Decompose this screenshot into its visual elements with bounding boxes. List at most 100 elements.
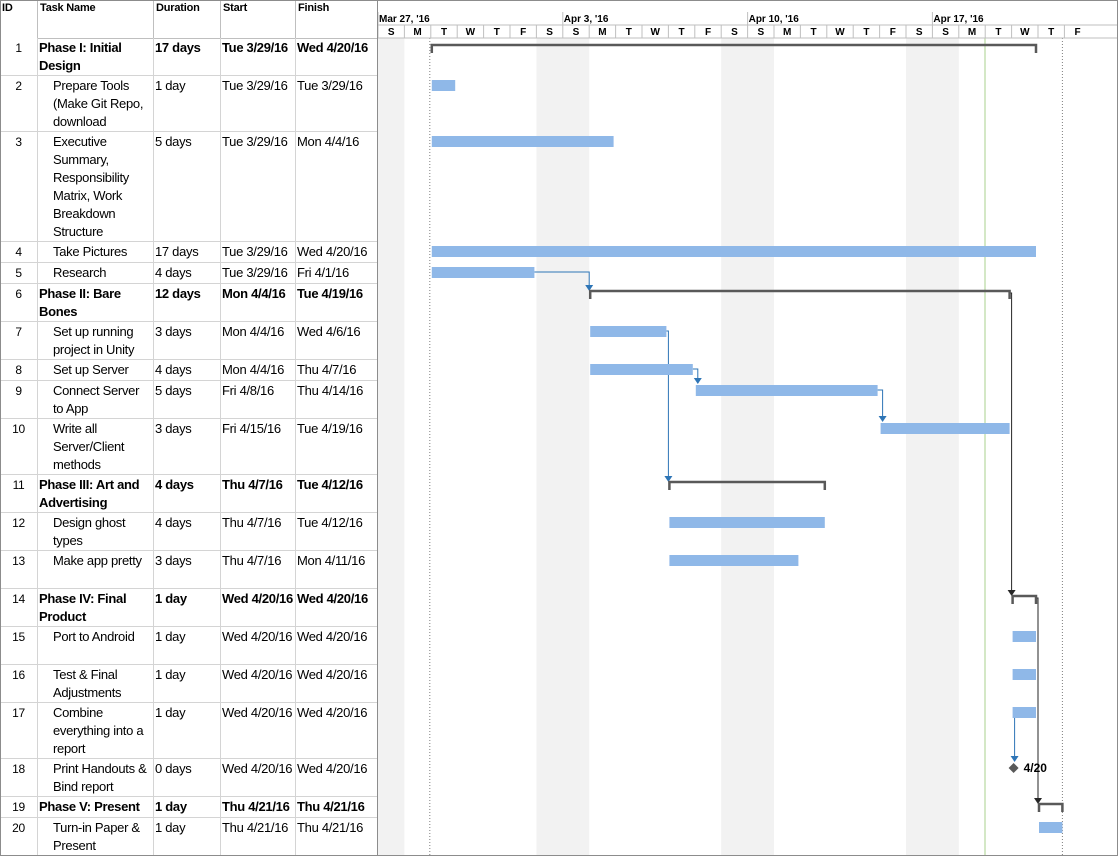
task-name[interactable]: Make app pretty bbox=[38, 551, 154, 588]
task-finish[interactable]: Tue 4/12/16 bbox=[297, 515, 363, 530]
task-id[interactable]: 13 bbox=[0, 551, 38, 588]
column-header-finish[interactable]: Finish bbox=[298, 2, 330, 14]
task-name[interactable]: Print Handouts & Bind report bbox=[38, 759, 154, 796]
task-name[interactable]: Port to Android bbox=[38, 627, 154, 664]
task-start[interactable]: Thu 4/7/16 bbox=[221, 475, 296, 512]
task-name[interactable]: Phase II: Bare Bones bbox=[38, 284, 154, 321]
task-finish[interactable]: Wed 4/20/16 bbox=[297, 244, 368, 259]
task-start[interactable]: Thu 4/21/16 bbox=[221, 818, 296, 855]
task-id[interactable]: 15 bbox=[0, 627, 38, 664]
task-id[interactable]: 17 bbox=[0, 703, 38, 758]
task-name[interactable]: Test & Final Adjustments bbox=[38, 665, 154, 702]
task-duration[interactable]: 0 days bbox=[154, 759, 221, 796]
task-start[interactable]: Thu 4/21/16 bbox=[221, 797, 296, 817]
task-duration[interactable]: 1 day bbox=[154, 703, 221, 758]
task-duration[interactable]: 3 days bbox=[154, 551, 221, 588]
task-name[interactable]: Write all Server/Client methods bbox=[38, 419, 154, 474]
task-duration[interactable]: 4 days bbox=[154, 263, 221, 283]
task-duration[interactable]: 1 day bbox=[154, 76, 221, 131]
task-duration[interactable]: 4 days bbox=[154, 513, 221, 550]
task-id[interactable]: 7 bbox=[0, 322, 38, 359]
task-id[interactable]: 19 bbox=[0, 797, 38, 817]
task-finish[interactable]: Tue 4/12/16 bbox=[297, 477, 363, 492]
task-name[interactable]: Prepare Tools (Make Git Repo, download bbox=[38, 76, 154, 131]
task-duration[interactable]: 4 days bbox=[154, 360, 221, 380]
task-name[interactable]: Set up running project in Unity bbox=[38, 322, 154, 359]
task-duration[interactable]: 3 days bbox=[154, 419, 221, 474]
task-duration[interactable]: 1 day bbox=[154, 818, 221, 855]
task-name[interactable]: Research bbox=[38, 263, 154, 283]
task-start[interactable]: Fri 4/8/16 bbox=[221, 381, 296, 418]
task-name[interactable]: Phase V: Present bbox=[38, 797, 154, 817]
task-name[interactable]: Phase IV: Final Product bbox=[38, 589, 154, 626]
task-name[interactable]: Connect Server to App bbox=[38, 381, 154, 418]
task-id[interactable]: 9 bbox=[0, 381, 38, 418]
task-duration[interactable]: 12 days bbox=[154, 284, 221, 321]
column-header-duration[interactable]: Duration bbox=[154, 0, 221, 38]
task-finish[interactable]: Mon 4/11/16 bbox=[297, 553, 366, 568]
task-start[interactable]: Tue 3/29/16 bbox=[221, 76, 296, 131]
task-finish[interactable]: Wed 4/20/16 bbox=[297, 761, 368, 776]
task-start[interactable]: Tue 3/29/16 bbox=[221, 242, 296, 262]
task-duration[interactable]: 1 day bbox=[154, 665, 221, 702]
task-duration[interactable]: 17 days bbox=[154, 38, 221, 75]
task-finish[interactable]: Wed 4/20/16 bbox=[297, 629, 368, 644]
task-start[interactable]: Tue 3/29/16 bbox=[221, 263, 296, 283]
task-id[interactable]: 12 bbox=[0, 513, 38, 550]
task-name[interactable]: Turn-in Paper & Present bbox=[38, 818, 154, 855]
column-header-task-name[interactable]: Task Name bbox=[38, 0, 154, 38]
task-start[interactable]: Wed 4/20/16 bbox=[221, 627, 296, 664]
task-start[interactable]: Mon 4/4/16 bbox=[221, 284, 296, 321]
task-id[interactable]: 1 bbox=[0, 38, 38, 75]
task-name[interactable]: Phase III: Art and Advertising bbox=[38, 475, 154, 512]
task-id[interactable]: 3 bbox=[0, 132, 38, 241]
pane-divider[interactable] bbox=[377, 0, 378, 856]
task-id[interactable]: 5 bbox=[0, 263, 38, 283]
task-start[interactable]: Mon 4/4/16 bbox=[221, 360, 296, 380]
task-name[interactable]: Executive Summary, Responsibility Matrix… bbox=[38, 132, 154, 241]
task-start[interactable]: Tue 3/29/16 bbox=[221, 132, 296, 241]
task-finish[interactable]: Wed 4/20/16 bbox=[297, 667, 368, 682]
task-finish[interactable]: Wed 4/20/16 bbox=[297, 591, 368, 606]
task-finish[interactable]: Wed 4/6/16 bbox=[297, 324, 361, 339]
task-name[interactable]: Set up Server bbox=[38, 360, 154, 380]
task-start[interactable]: Wed 4/20/16 bbox=[221, 703, 296, 758]
task-id[interactable]: 16 bbox=[0, 665, 38, 702]
task-start[interactable]: Mon 4/4/16 bbox=[221, 322, 296, 359]
task-finish[interactable]: Wed 4/20/16 bbox=[297, 40, 368, 55]
task-finish[interactable]: Wed 4/20/16 bbox=[297, 705, 368, 720]
task-start[interactable]: Wed 4/20/16 bbox=[221, 665, 296, 702]
task-start[interactable]: Thu 4/7/16 bbox=[221, 513, 296, 550]
task-start[interactable]: Thu 4/7/16 bbox=[221, 551, 296, 588]
task-id[interactable]: 10 bbox=[0, 419, 38, 474]
task-finish[interactable]: Thu 4/21/16 bbox=[297, 799, 365, 814]
task-start[interactable]: Wed 4/20/16 bbox=[221, 759, 296, 796]
task-id[interactable]: 11 bbox=[0, 475, 38, 512]
task-name[interactable]: Phase I: Initial Design bbox=[38, 38, 154, 75]
task-name[interactable]: Take Pictures bbox=[38, 242, 154, 262]
task-name[interactable]: Combine everything into a report bbox=[38, 703, 154, 758]
task-finish[interactable]: Fri 4/1/16 bbox=[297, 265, 349, 280]
task-id[interactable]: 4 bbox=[0, 242, 38, 262]
task-duration[interactable]: 1 day bbox=[154, 627, 221, 664]
task-finish[interactable]: Thu 4/7/16 bbox=[297, 362, 357, 377]
task-id[interactable]: 14 bbox=[0, 589, 38, 626]
task-finish[interactable]: Mon 4/4/16 bbox=[297, 134, 360, 149]
